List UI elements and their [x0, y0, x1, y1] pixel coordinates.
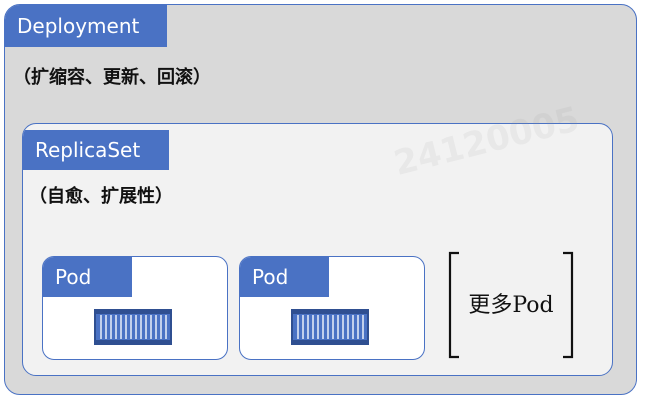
deployment-box: Deployment （扩缩容、更新、回滚） ReplicaSet （自愈、扩展…: [4, 4, 637, 395]
container-icon: [94, 309, 172, 345]
deployment-label: Deployment: [5, 5, 167, 47]
more-pods-group: 更多Pod: [447, 251, 575, 359]
more-pods-label: 更多Pod: [468, 293, 554, 318]
pod-box: Pod: [42, 256, 228, 360]
replicaset-label: ReplicaSet: [23, 130, 169, 170]
pod-label: Pod: [240, 257, 329, 297]
deployment-note: （扩缩容、更新、回滚）: [13, 67, 211, 88]
replicaset-box: ReplicaSet （自愈、扩展性） Pod: [22, 123, 613, 376]
pod-box: Pod: [239, 256, 425, 360]
replicaset-note: （自愈、扩展性）: [29, 186, 173, 207]
bracket-icon: [448, 251, 574, 359]
pod-label: Pod: [43, 257, 132, 297]
container-icon: [291, 309, 369, 345]
